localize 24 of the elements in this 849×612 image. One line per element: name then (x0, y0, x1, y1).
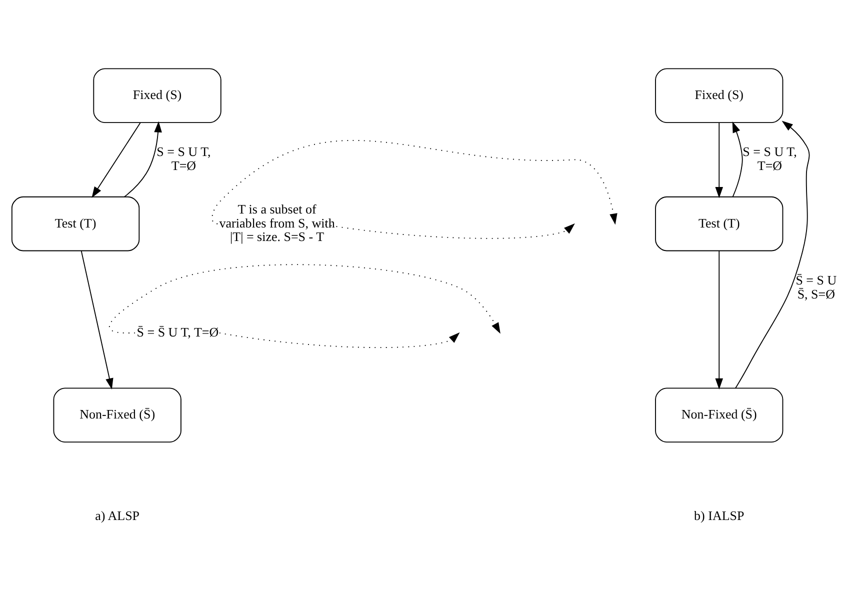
edge-label: S = S U T, T=Ø (156, 144, 211, 174)
node-text: T is a subset of variables from S, with |T| = size. S=S - T (219, 201, 335, 244)
node-text: S̄ = S̄ U T, T=Ø (136, 324, 219, 340)
arrow (80, 250, 114, 390)
arrow (92, 122, 141, 198)
arrow (219, 332, 460, 348)
arrow (715, 250, 724, 390)
arrow (732, 121, 743, 198)
arrow (212, 140, 618, 225)
node-box: Fixed (S) (655, 68, 784, 124)
arrow (715, 122, 724, 198)
label: b) IALSP (694, 508, 744, 523)
arrow (735, 120, 810, 389)
node-box: Test (T) (11, 196, 140, 252)
node-box: Test (T) (655, 196, 784, 252)
arrow (124, 121, 162, 198)
node-box: Fixed (S) (93, 68, 222, 124)
node-box: Non-Fixed (S̄) (53, 388, 182, 443)
arrow (109, 264, 500, 334)
arrow (319, 223, 575, 239)
edge-label: S̄ = S U S̄, S=Ø (796, 272, 837, 302)
edge-label: S = S U T, T=Ø (742, 144, 797, 174)
node-box: Non-Fixed (S̄) (655, 388, 784, 443)
label: a) ALSP (95, 508, 140, 523)
